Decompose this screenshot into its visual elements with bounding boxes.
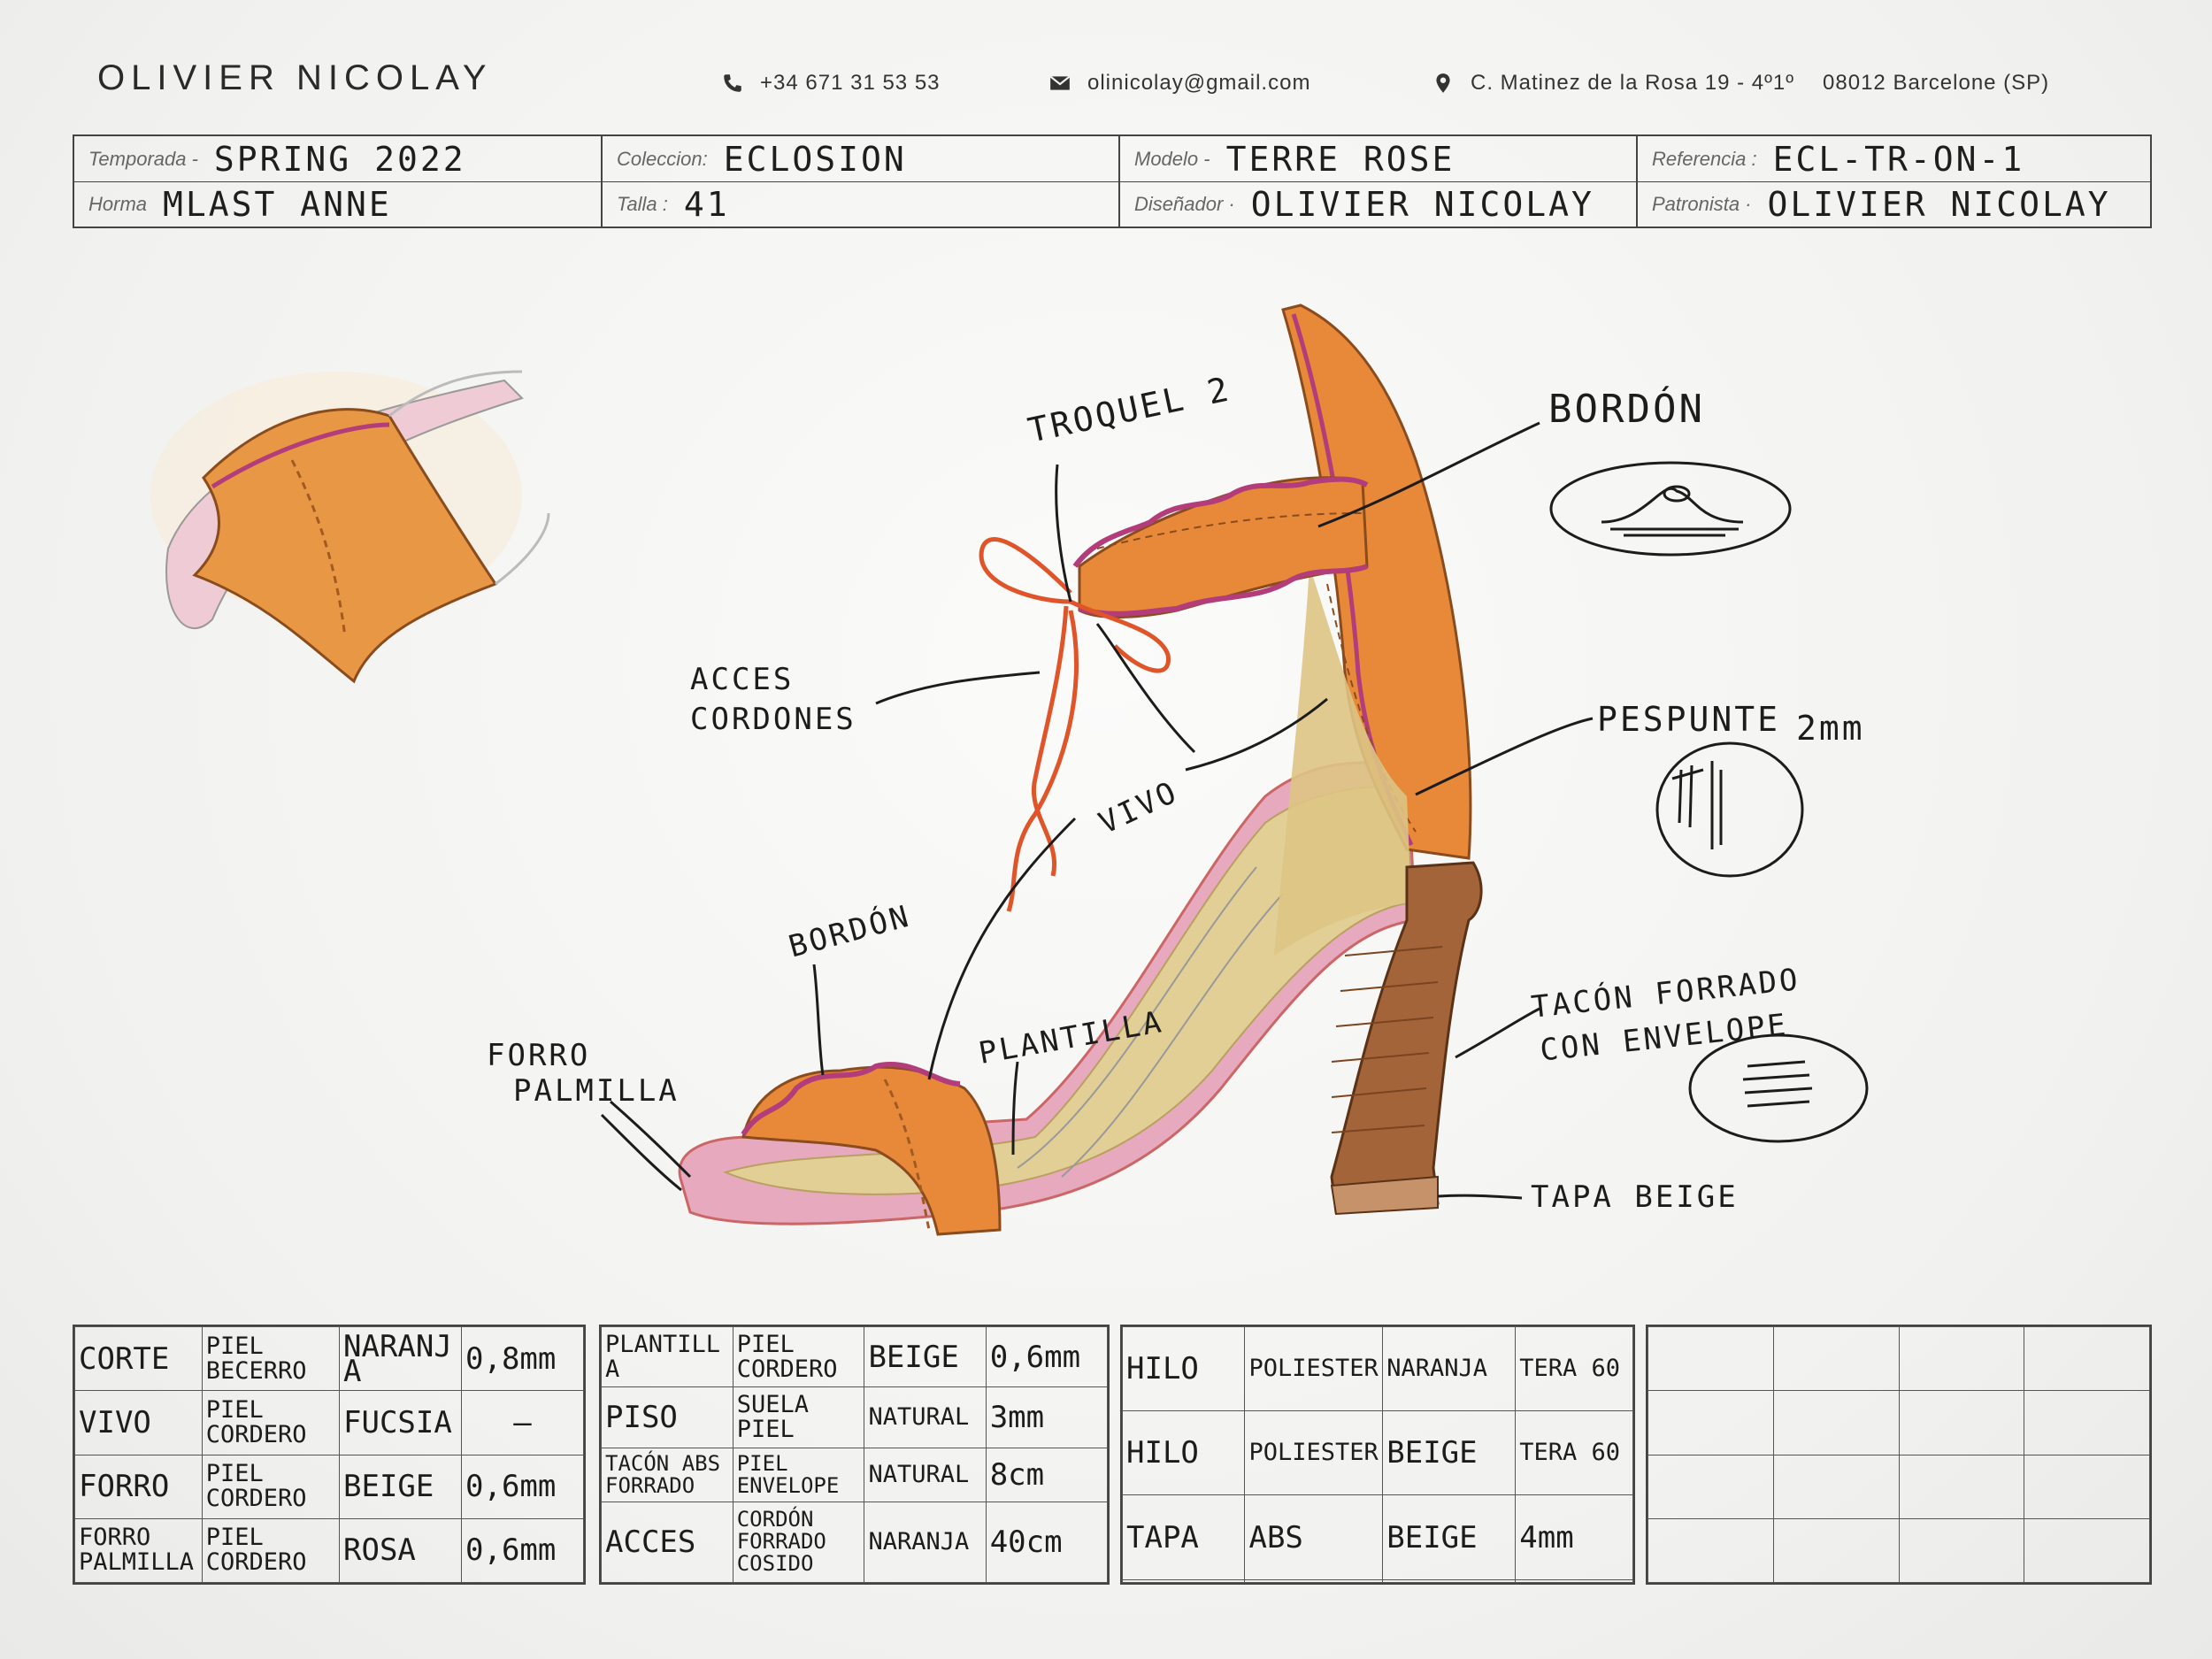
label-acces-2: CORDONES [690,702,856,737]
toe-strap [741,1062,1002,1236]
table-row: FORRO PIEL CORDERO BEIGE 0,6mm [74,1454,584,1519]
contact-phone: +34 671 31 53 53 [721,71,941,96]
table-row: PISO SUELA PIEL NATURAL 3mm [601,1386,1109,1448]
mail-icon [1049,75,1071,90]
leader-lines [600,421,1594,1200]
table-row: TAPA ABS BEIGE 4mm [1121,1494,1633,1580]
table-row: FORRO PALMILLA PIEL CORDERO ROSA 0,6mm [74,1517,584,1584]
address-text: C. Matinez de la Rosa 19 - 4º1º [1471,71,1795,95]
envelope-heel-icon [1688,1033,1869,1143]
heel-counter [1274,303,1472,956]
table-row: PLANTILLA PIEL CORDERO BEIGE 0,6mm [601,1325,1109,1388]
bordon-section-icon [1549,461,1792,557]
materials-table-1: CORTE PIEL BECERRO NARANJA 0,8mm VIVO PI… [73,1325,586,1585]
stacked-heel [1330,861,1483,1216]
table-row: TACÓN ABS FORRADO PIEL ENVELOPE NATURAL … [601,1447,1109,1502]
brand-logo: OLIVIER NICOLAY [97,58,493,97]
table-row: ACCES CORDÓN FORRADO COSIDO NARANJA 40cm [601,1501,1109,1584]
table-row [1647,1454,2150,1519]
label-forro-2: PALMILLA [513,1073,680,1109]
email-text: olinicolay@gmail.com [1087,71,1311,95]
label-forro-1: FORRO [487,1038,591,1073]
label-acces-1: ACCES [690,662,795,697]
label-bordon-top: BORDÓN [1548,387,1705,432]
spec-patronista: Patronista · OLIVIER NICOLAY [1638,181,2150,227]
location-pin-icon [1436,73,1450,93]
detail-callouts [1549,461,1869,1143]
pespunte-stitch-icon [1655,741,1804,878]
materials-table-4 [1646,1325,2152,1585]
spec-table: Temporada - SPRING 2022 Coleccion: ECLOS… [73,134,2152,228]
spec-referencia: Referencia : ECL-TR-ON-1 [1652,139,2025,179]
spec-talla: Talla : 41 [603,181,1120,227]
phone-text: +34 671 31 53 53 [760,71,941,95]
spec-coleccion: Coleccion: ECLOSION [603,136,1120,181]
spec-horma: Horma MLAST ANNE [74,181,603,227]
spec-disenador: Diseñador · OLIVIER NICOLAY [1120,181,1638,227]
ankle-strap [1072,476,1369,618]
table-row [1647,1517,2150,1584]
table-row: HILO POLIESTER NARANJA TERA 60 [1121,1325,1633,1412]
table-row: VIVO PIEL CORDERO FUCSIA — [74,1390,584,1455]
table-row: CORTE PIEL BECERRO NARANJA 0,8mm [74,1325,584,1392]
postal-text: 08012 Barcelone (SP) [1823,71,2050,95]
phone-icon [724,74,741,92]
label-pespunte: PESPUNTE [1597,700,1781,739]
materials-table-3: HILO POLIESTER NARANJA TERA 60 HILO POLI… [1120,1325,1635,1585]
label-pespunte-size: 2mm [1796,709,1865,748]
table-row [1647,1390,2150,1455]
front-detail-sketch [150,370,550,684]
table-row [1121,1578,1633,1584]
lace-bow [979,537,1171,912]
label-tapa: TAPA BEIGE [1531,1179,1739,1215]
contact-address: C. Matinez de la Rosa 19 - 4º1º 08012 Ba… [1432,71,2049,96]
spec-temporada: Temporada - SPRING 2022 [74,136,603,181]
table-row: HILO POLIESTER BEIGE TERA 60 [1121,1410,1633,1496]
contact-email: olinicolay@gmail.com [1048,71,1310,96]
table-row [1647,1325,2150,1392]
materials-table-2: PLANTILLA PIEL CORDERO BEIGE 0,6mm PISO … [599,1325,1110,1585]
spec-modelo: Modelo - TERRE ROSE [1120,136,1638,181]
